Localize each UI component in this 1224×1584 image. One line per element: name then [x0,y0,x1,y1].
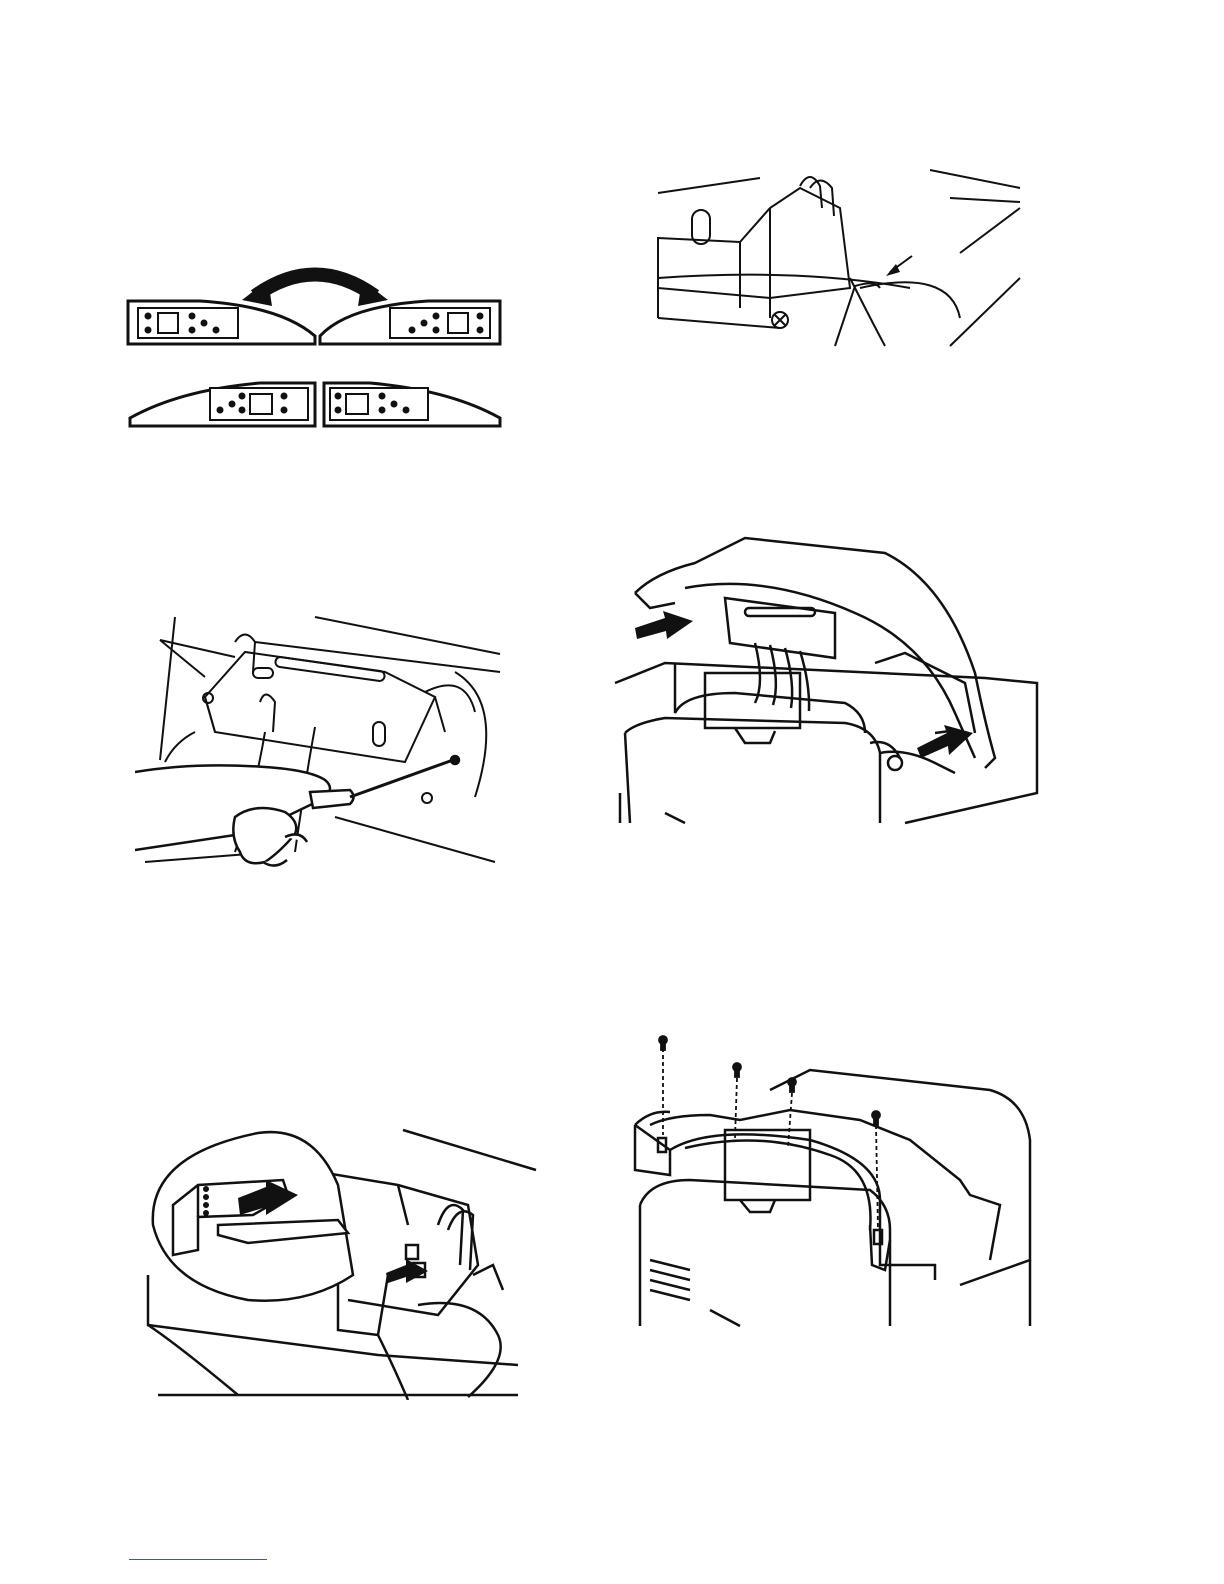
console-flip-arrow-icon [120,258,510,438]
console-orientation-figure [120,258,510,438]
console-screws-figure [630,1030,1042,1330]
wire-retainer-figure [650,168,1030,350]
screwdriver-icon [135,756,459,866]
control-board-figure [135,612,505,874]
arrow-pointer-icon [886,256,912,276]
footer-rule [129,1559,267,1560]
push-arrow-icon [635,611,973,758]
ribbon-connector-figure [138,1125,538,1400]
magnifier-callout-icon [153,1132,353,1301]
console-install-figure [605,533,1045,826]
